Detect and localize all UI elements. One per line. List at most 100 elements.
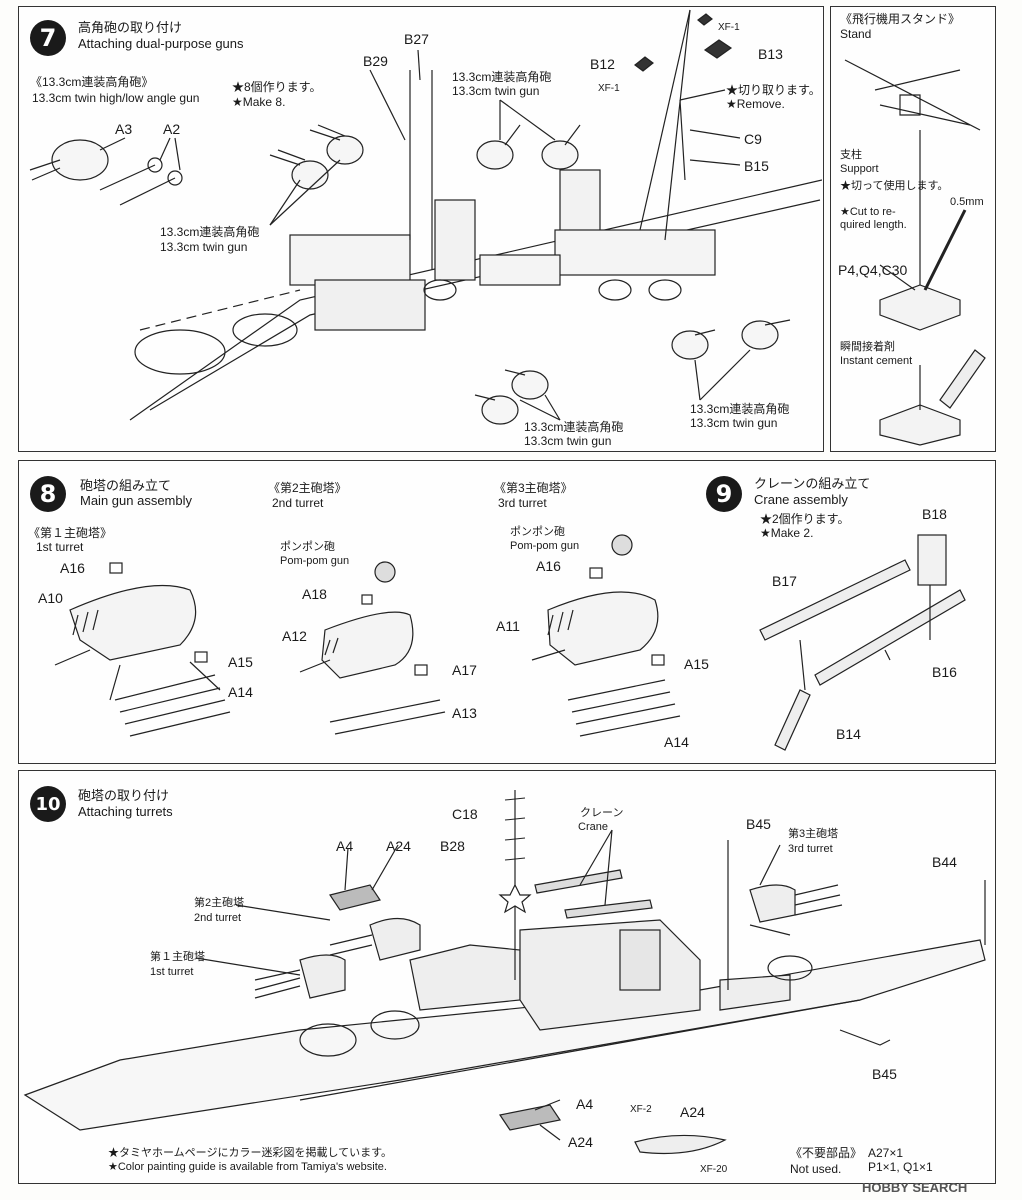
- stand-drawing: [844, 59, 986, 446]
- turret3-title-en: 3rd turret: [498, 496, 547, 510]
- step7-gun-label-1-jp: 13.3cm連装高角砲: [160, 225, 260, 239]
- part-label-a4-top: A4: [336, 838, 354, 854]
- step7-make-en: ★Make 8.: [232, 95, 286, 109]
- step9-make-jp: ★2個作ります。: [760, 512, 850, 526]
- turret2-title-jp: 《第2主砲塔》: [268, 481, 347, 495]
- crane-callout-en: Crane: [578, 821, 608, 833]
- stand-title-en: Stand: [840, 27, 872, 41]
- step10-badge: 10: [30, 786, 66, 822]
- pompom2-en: Pom-pom gun: [280, 555, 350, 567]
- part-label-a11: A11: [496, 618, 520, 634]
- part-label-b16: B16: [932, 664, 957, 680]
- part-label-a18: A18: [302, 586, 327, 602]
- part-label-c18: C18: [452, 806, 478, 822]
- part-label-a14-1: A14: [228, 684, 253, 700]
- step7-gun-label-4-jp: 13.3cm連装高角砲: [690, 402, 790, 416]
- watermark: HOBBY SEARCH: [862, 1180, 968, 1195]
- step7-remove-en: ★Remove.: [726, 97, 785, 111]
- part-label-a3: A3: [115, 121, 133, 137]
- turret3-callout-en: 3rd turret: [788, 843, 833, 855]
- pompom3-en: Pom-pom gun: [510, 540, 580, 552]
- part-label-b15: B15: [744, 158, 769, 174]
- turret3-title-jp: 《第3主砲塔》: [494, 481, 573, 495]
- step7-subtitle-en: 13.3cm twin high/low angle gun: [32, 91, 200, 105]
- pompom2-jp: ポンポン砲: [280, 541, 335, 553]
- step7-ship-drawing: [29, 9, 822, 425]
- part-label-a14-3: A14: [664, 734, 689, 750]
- step10-title-en: Attaching turrets: [78, 804, 173, 819]
- unused-parts-1: A27×1: [868, 1146, 904, 1160]
- step7-gun-label-4-en: 13.3cm twin gun: [690, 416, 778, 430]
- step9-title-jp: クレーンの組み立て: [754, 476, 871, 491]
- turret1-title-jp: 《第１主砲塔》: [28, 526, 113, 540]
- step8-badge: 8: [30, 476, 66, 512]
- part-label-b44: B44: [932, 854, 957, 870]
- step7-title-en: Attaching dual-purpose guns: [78, 36, 244, 51]
- step9-title-en: Crane assembly: [754, 492, 848, 507]
- crane-callout-jp: クレーン: [580, 807, 624, 819]
- turret1-callout-jp: 第１主砲塔: [150, 951, 205, 963]
- unused-parts-2: P1×1, Q1×1: [868, 1160, 933, 1174]
- turret2-callout-en: 2nd turret: [194, 912, 242, 924]
- part-label-b14: B14: [836, 726, 861, 742]
- step7-gun-label-3-en: 13.3cm twin gun: [524, 434, 612, 448]
- step7-make-jp: ★8個作ります。: [232, 80, 322, 94]
- part-label-a24-bottom: A24: [568, 1134, 593, 1150]
- stand-cut-jp: ★切って使用します。: [840, 180, 949, 192]
- step9-make-en: ★Make 2.: [760, 526, 814, 540]
- stand-dim: 0.5mm: [950, 196, 984, 208]
- step7-subtitle-jp: 《13.3cm連装高角砲》: [30, 75, 154, 89]
- part-label-a12: A12: [282, 628, 307, 644]
- part-label-c9: C9: [744, 131, 762, 147]
- stand-cement-en: Instant cement: [840, 355, 913, 367]
- unused-parts-jp: 《不要部品》: [790, 1146, 863, 1160]
- step7-remove-jp: ★切り取ります。: [726, 83, 821, 97]
- part-label-a24-top: A24: [386, 838, 411, 854]
- unused-parts-en: Not used.: [790, 1162, 842, 1176]
- step7-gun-label-3-jp: 13.3cm連装高角砲: [524, 420, 624, 434]
- step8-title-en: Main gun assembly: [80, 493, 192, 508]
- part-label-xf1-a: XF-1: [718, 22, 740, 33]
- step7-gun-label-1-en: 13.3cm twin gun: [160, 240, 248, 254]
- part-label-a13: A13: [452, 705, 477, 721]
- turret1-callout-en: 1st turret: [150, 966, 194, 978]
- part-label-xf2: XF-2: [630, 1104, 652, 1115]
- part-label-a16-3: A16: [536, 558, 561, 574]
- part-label-a15-1: A15: [228, 654, 253, 670]
- part-label-a2: A2: [163, 121, 181, 137]
- color-guide-note-en: ★Color painting guide is available from …: [108, 1161, 387, 1173]
- part-label-b13: B13: [758, 46, 783, 62]
- part-label-b12: B12: [590, 56, 615, 72]
- step7-title-jp: 高角砲の取り付け: [78, 20, 183, 35]
- pompom3-jp: ポンポン砲: [510, 526, 565, 538]
- step8-9-drawing: [54, 534, 966, 751]
- step9-badge: 9: [706, 476, 742, 512]
- stand-support-jp: 支柱: [840, 149, 862, 161]
- part-label-xf20: XF-20: [700, 1164, 728, 1175]
- step7-gun-label-2-jp: 13.3cm連装高角砲: [452, 70, 552, 84]
- part-label-b45-top: B45: [746, 816, 771, 832]
- part-label-a15-3: A15: [684, 656, 709, 672]
- stand-parts-label: P4,Q4,C30: [838, 262, 908, 278]
- color-guide-note-jp: ★タミヤホームページにカラー迷彩図を掲載しています。: [108, 1147, 393, 1159]
- step8-title-jp: 砲塔の組み立て: [80, 478, 172, 493]
- part-label-a10: A10: [38, 590, 63, 606]
- turret2-title-en: 2nd turret: [272, 496, 324, 510]
- turret1-title-en: 1st turret: [36, 540, 84, 554]
- part-label-b28: B28: [440, 838, 465, 854]
- stand-support-en: Support: [840, 163, 879, 175]
- part-label-b17: B17: [772, 573, 797, 589]
- part-label-xf1-b: XF-1: [598, 83, 620, 94]
- turret2-callout-jp: 第2主砲塔: [194, 897, 245, 909]
- part-label-b45-bottom: B45: [872, 1066, 897, 1082]
- stand-cut-en-2: quired length.: [840, 219, 907, 231]
- part-label-b29: B29: [363, 53, 388, 69]
- stand-cement-jp: 瞬間接着剤: [840, 341, 895, 353]
- part-label-b27: B27: [404, 31, 429, 47]
- part-label-a16-1: A16: [60, 560, 85, 576]
- stand-title-jp: 《飛行機用スタンド》: [840, 12, 961, 26]
- step7-badge: 7: [30, 20, 66, 56]
- step7-gun-label-2-en: 13.3cm twin gun: [452, 84, 540, 98]
- part-label-b18: B18: [922, 506, 947, 522]
